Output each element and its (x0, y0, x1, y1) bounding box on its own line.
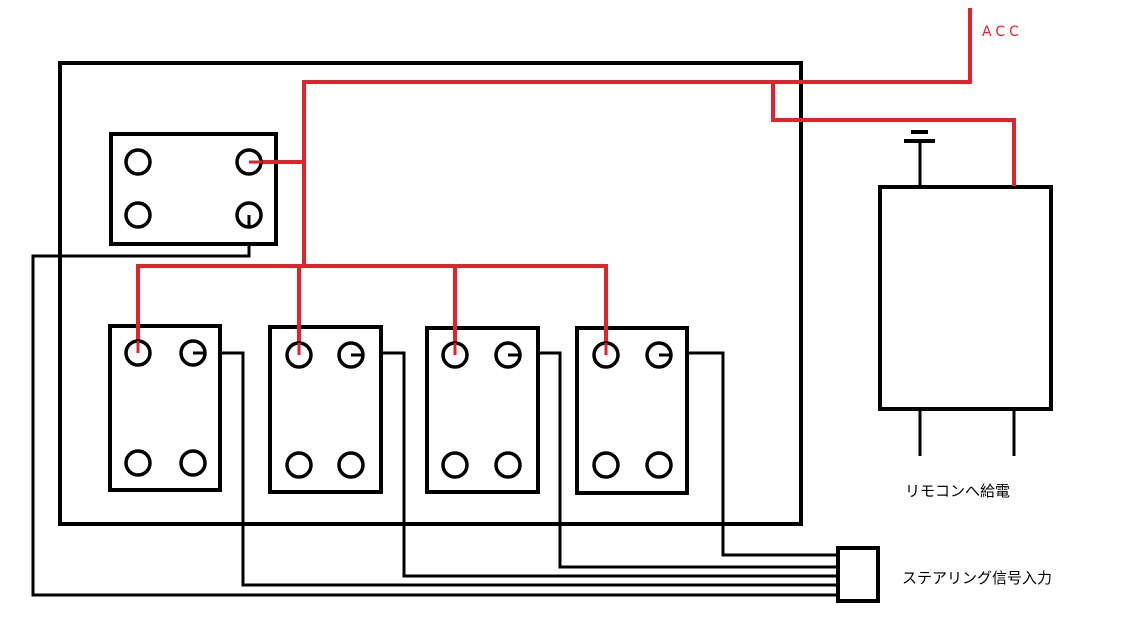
terminal (441, 451, 469, 479)
wire-stubs (136, 160, 671, 357)
main-enclosure (58, 61, 803, 526)
terminal (124, 449, 152, 477)
terminal (592, 451, 620, 479)
terminal (124, 148, 152, 176)
remote-feed-wire (771, 82, 1016, 186)
terminal (645, 451, 673, 479)
relay-bus (136, 264, 608, 353)
terminal (494, 451, 522, 479)
terminals (124, 148, 673, 479)
acc-wire (302, 8, 972, 266)
terminal (285, 451, 313, 479)
remote-power-unit (878, 185, 1053, 411)
terminal (179, 449, 207, 477)
acc-label: ACC (982, 24, 1023, 40)
steering-connector (836, 546, 880, 603)
signal-wire-4 (659, 351, 838, 557)
terminal (124, 201, 152, 229)
terminal (337, 451, 365, 479)
remote-power-label: リモコンへ給電 (905, 482, 1011, 500)
steering-input-label: ステアリング信号入力 (902, 569, 1053, 587)
boxes (58, 61, 1053, 603)
red-wiring (136, 8, 1016, 353)
